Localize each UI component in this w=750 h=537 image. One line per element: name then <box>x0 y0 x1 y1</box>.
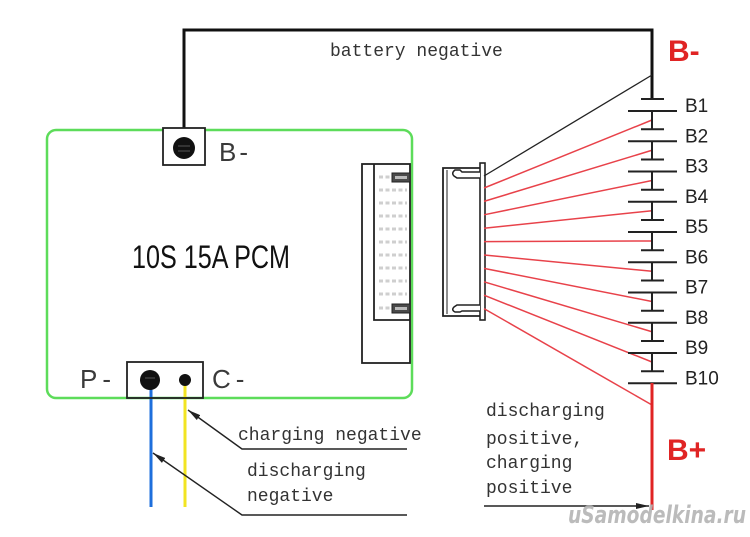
cell-label: B6 <box>685 247 708 268</box>
cell-label: B4 <box>685 187 709 208</box>
battery-cell: B1 <box>628 96 708 130</box>
socket-latch-top-inner <box>395 176 407 179</box>
balance-wire <box>483 149 653 203</box>
positive-label-line2: positive, <box>486 430 583 450</box>
discharging-negative-leader <box>152 452 407 516</box>
positive-label-line4: positive <box>486 479 572 499</box>
balance-socket-pins <box>379 175 407 310</box>
battery-cell: B10 <box>628 368 719 389</box>
b-minus-screw <box>173 137 195 159</box>
balance-socket-inner <box>373 164 410 321</box>
balance-wire <box>483 281 653 333</box>
pcm-board-outline <box>45 128 414 400</box>
balance-wire <box>483 210 653 229</box>
balance-wire <box>483 254 653 272</box>
positive-label-line3: charging <box>486 454 572 474</box>
battery-cell: B9 <box>628 338 708 372</box>
cell-label: B1 <box>685 96 708 117</box>
plug-hook-top <box>451 169 480 179</box>
positive-label-line1: discharging <box>486 402 605 422</box>
cell-label: B8 <box>685 308 708 329</box>
p-minus-terminal-label: P- <box>80 364 116 394</box>
socket-latch-bottom-inner <box>395 307 407 310</box>
balance-wires <box>483 119 653 406</box>
balance-wire <box>483 240 653 243</box>
cell-label: B5 <box>685 217 708 238</box>
battery-cell: B7 <box>628 278 708 311</box>
battery-negative-label: battery negative <box>330 42 503 62</box>
discharging-negative-label-line2: negative <box>247 487 333 507</box>
p-c-terminal-block <box>126 361 204 399</box>
balance-socket-body <box>361 163 411 364</box>
balance-socket <box>361 163 411 364</box>
balance-plug-body <box>442 167 480 317</box>
board-title: 10S 15A PCM <box>132 239 290 275</box>
b-minus-terminal <box>162 127 206 166</box>
battery-cell: B4 <box>628 187 709 220</box>
pack-negative-label: B- <box>668 35 700 68</box>
cell-label: B3 <box>685 157 708 178</box>
cell-label: B10 <box>685 368 719 389</box>
battery-cell: B2 <box>628 126 708 160</box>
c-minus-terminal-label: C- <box>212 364 249 394</box>
balance-wire <box>483 267 653 303</box>
charging-negative-leader <box>187 409 407 450</box>
cell-label: B9 <box>685 338 708 359</box>
charging-negative-label: charging negative <box>238 426 422 446</box>
watermark: uSamodelkina.ru <box>568 501 746 529</box>
pack-positive-label: B+ <box>667 434 706 467</box>
cell-label: B7 <box>685 278 708 299</box>
balance-plug <box>442 162 486 321</box>
cell-label: B2 <box>685 126 708 147</box>
balance-wire <box>483 307 653 406</box>
c-minus-screw <box>179 374 191 386</box>
battery-cell: B6 <box>628 247 708 281</box>
b-minus-terminal-label: B- <box>219 137 251 167</box>
p-minus-screw <box>140 370 160 390</box>
balance-wire <box>483 119 653 189</box>
balance-wire <box>483 179 653 216</box>
b-minus-sense-wire <box>483 74 653 177</box>
battery-cell: B3 <box>628 157 708 190</box>
balance-wire <box>483 294 653 363</box>
battery-cell: B8 <box>628 308 708 341</box>
discharging-negative-label-line1: discharging <box>247 462 366 482</box>
battery-cell: B5 <box>628 217 708 251</box>
battery-negative-wire <box>182 28 654 148</box>
p-c-terminal-box <box>126 361 204 399</box>
plug-hook-bottom <box>451 304 480 313</box>
